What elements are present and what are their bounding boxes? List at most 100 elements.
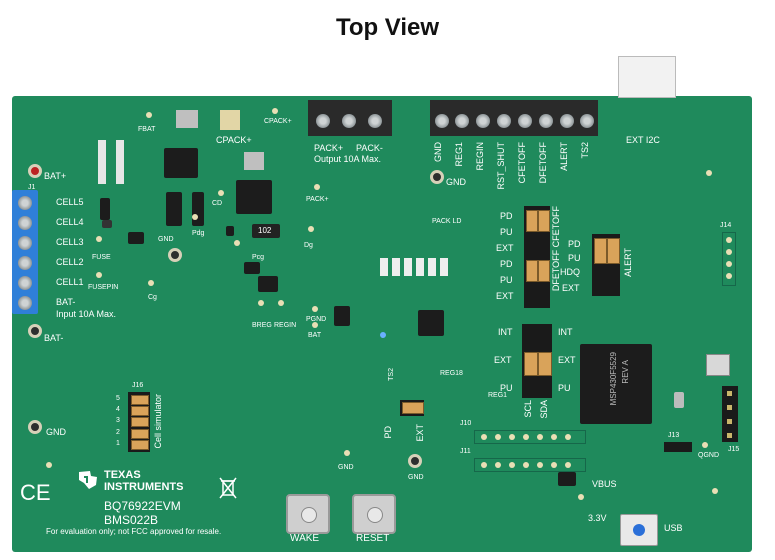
tp1-test-point	[28, 164, 42, 178]
cell3-label: CELL3	[56, 237, 84, 247]
reset-button[interactable]	[352, 494, 396, 534]
screw-icon	[18, 236, 32, 250]
tp15-gnd-label: GND	[46, 427, 66, 437]
j4-pu-label: PU	[500, 227, 513, 237]
j8-pd-label: PD	[500, 259, 513, 269]
screw-icon	[539, 114, 553, 128]
tp40-test-point	[702, 442, 708, 448]
j7-pu-label: PU	[500, 383, 513, 393]
wake-button[interactable]	[286, 494, 330, 534]
j8-jumper-cap[interactable]	[538, 260, 550, 282]
j8-vertical-label: DFETOFF CFETOFF	[551, 206, 561, 292]
tp18-test-point	[430, 170, 444, 184]
cell1-label: CELL1	[56, 277, 84, 287]
bat-plus-label: BAT+	[44, 171, 67, 181]
tp29-label: Dg	[304, 242, 313, 249]
usb-icon	[633, 524, 645, 536]
pcb-board: J1 CELL5 CELL4 CELL3 CELL2 CELL1 BAT- In…	[12, 56, 752, 552]
tp16-label: GND	[158, 236, 174, 243]
j7-jumper-cap[interactable]	[524, 352, 538, 376]
screw-icon	[18, 276, 32, 290]
j15-label: J15	[728, 446, 740, 453]
resistor-bank	[380, 258, 452, 276]
cell2-label: CELL2	[56, 257, 84, 267]
screw-icon	[18, 256, 32, 270]
fcc-disclaimer: For evaluation only; not FCC approved fo…	[46, 527, 222, 536]
mounting-hole	[712, 488, 718, 494]
j8-jumper-cap[interactable]	[526, 260, 538, 282]
bat-minus-tp-label: BAT-	[44, 333, 64, 343]
j16-pin5: 5	[116, 395, 120, 402]
j2-dfetoff-label: DFETOFF	[538, 142, 548, 184]
screw-icon	[18, 296, 32, 310]
tp17-test-point	[408, 454, 422, 468]
j9-pack-terminal	[308, 100, 392, 136]
j2-gnd-label: GND	[433, 142, 443, 162]
j15-header	[722, 386, 738, 442]
tp24-label: CD	[212, 200, 223, 207]
wake-label: WAKE	[290, 533, 320, 544]
msp430-mcu: MSP430F5529 REV A	[580, 344, 652, 424]
r36-resistor	[102, 220, 112, 228]
j2-reg1-label: REG1	[454, 142, 464, 167]
screw-icon	[476, 114, 490, 128]
tp28-test-point	[192, 214, 198, 220]
j16-pin3: 3	[116, 417, 120, 424]
f1-fuse-b	[116, 140, 124, 184]
j2-rst-shut-label: RST_SHUT	[496, 142, 506, 190]
cell-simulator-label: Cell simulator	[153, 394, 163, 449]
ti-logo-icon	[76, 468, 100, 492]
j16-pin2: 2	[116, 429, 120, 436]
v33-label: 3.3V	[588, 513, 607, 523]
j3-ext-label: EXT	[415, 424, 425, 442]
pack-ld-label: PACK LD	[432, 218, 462, 225]
r3-value: 102	[258, 226, 272, 235]
usb-connector[interactable]	[620, 514, 658, 546]
tp16-test-point	[168, 248, 182, 262]
j7-jumper-cap[interactable]	[538, 352, 552, 376]
j2-regin-label: REGIN	[475, 142, 485, 171]
c6-capacitor	[244, 262, 260, 274]
j6-alert-label: ALERT	[623, 248, 633, 277]
weee-bin-icon	[218, 476, 238, 500]
j4-jumper-cap[interactable]	[526, 210, 538, 232]
j10-label: J10	[460, 420, 472, 427]
j5-i2c-connector	[618, 56, 676, 98]
j16-pin4: 4	[116, 406, 120, 413]
j1-label: J1	[28, 184, 36, 191]
j16-pin1: 1	[116, 440, 120, 447]
j3-pd-label: PD	[383, 426, 393, 439]
s3-button[interactable]	[706, 354, 730, 376]
j4-jumper-cap[interactable]	[538, 210, 550, 232]
tp29-test-point	[308, 226, 314, 232]
cell4-label: CELL4	[56, 217, 84, 227]
u2-ic	[334, 306, 350, 326]
tp22-test-point	[146, 112, 152, 118]
q10-transistor	[128, 232, 144, 244]
screw-icon	[497, 114, 511, 128]
tp6-test-point	[278, 300, 284, 306]
j9-pack-plus-label: PACK+	[314, 143, 344, 153]
j7-scl-label: SCL	[523, 400, 533, 418]
u6-regulator	[558, 472, 576, 486]
screw-icon	[18, 216, 32, 230]
j6-pu-label: PU	[568, 253, 581, 263]
tp22-label: FBAT	[138, 126, 156, 133]
crystal	[674, 392, 684, 408]
j11-pin-row	[474, 458, 586, 472]
input-note: Input 10A Max.	[56, 309, 117, 319]
j8-pu-label: PU	[500, 275, 513, 285]
j7-ext-right-label: EXT	[558, 355, 576, 365]
tp5-label: BREG	[252, 322, 272, 329]
tp4-test-point	[28, 324, 42, 338]
j9-pack-minus-label: PACK-	[356, 143, 383, 153]
j7-int-right-label: INT	[558, 327, 573, 337]
led-indicator	[380, 332, 386, 338]
j6-jumper-cap[interactable]	[607, 238, 620, 264]
tp19-gnd-label: GND	[338, 464, 354, 471]
j10-pin-row	[474, 430, 586, 444]
j6-jumper-cap[interactable]	[594, 238, 607, 264]
tp19-test-point	[344, 450, 350, 456]
screw-icon	[342, 114, 356, 128]
j3-jumper-cap[interactable]	[402, 402, 424, 414]
